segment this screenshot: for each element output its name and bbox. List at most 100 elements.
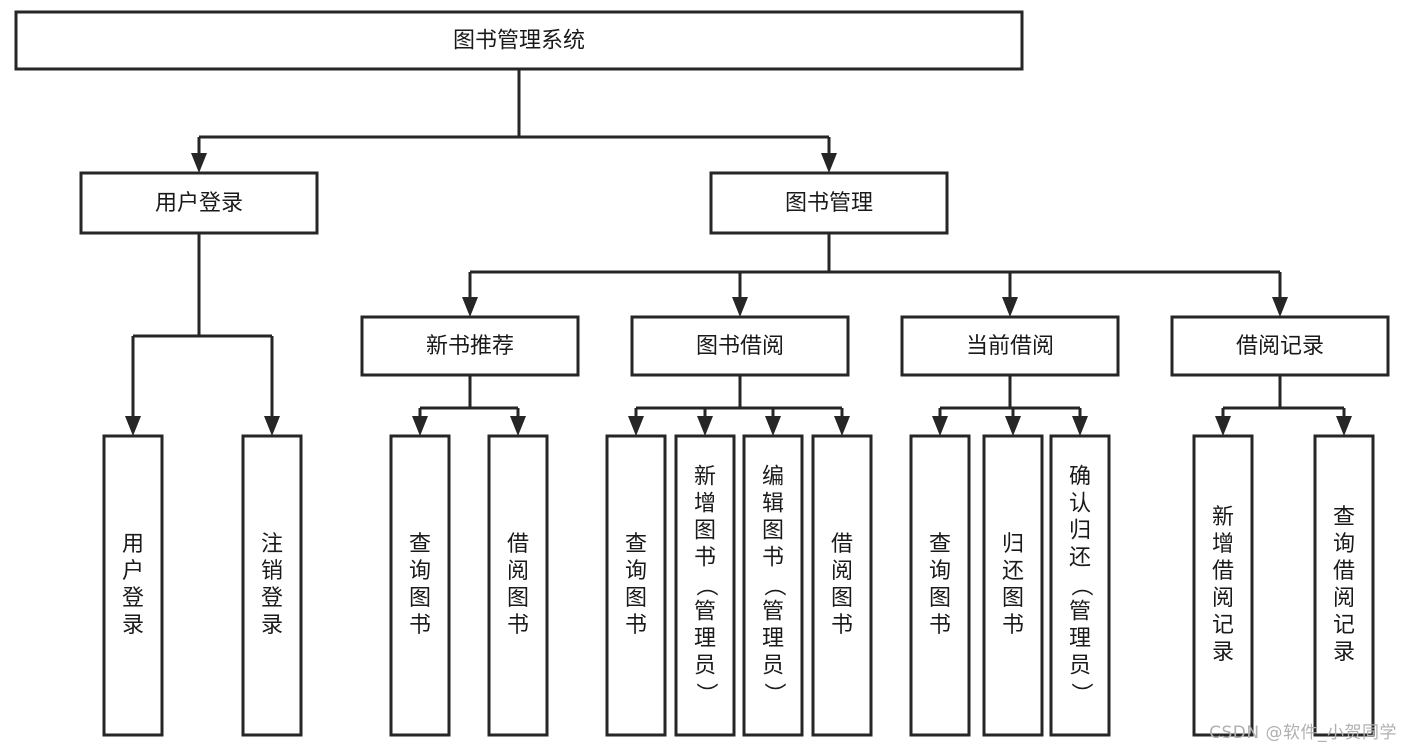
node-label-char: 理 bbox=[694, 627, 716, 652]
node-label-char: 查 bbox=[409, 532, 431, 557]
node-label-char: 认 bbox=[1069, 492, 1091, 517]
node-user-login[interactable]: 用户登录 bbox=[79, 171, 319, 235]
node-book-manage[interactable]: 图书管理 bbox=[709, 171, 949, 235]
arrow-head bbox=[697, 416, 713, 436]
node-label-char: 询 bbox=[409, 559, 431, 584]
node-box[interactable] bbox=[1170, 315, 1390, 377]
node-label-char: 书 bbox=[409, 613, 431, 638]
node-box[interactable] bbox=[674, 434, 736, 737]
node-label-char: 询 bbox=[625, 559, 647, 584]
connectors-layer bbox=[125, 69, 1352, 436]
node-box[interactable] bbox=[811, 434, 873, 737]
node-label-char: 理 bbox=[1069, 627, 1091, 652]
node-borrow-record[interactable]: 借阅记录 bbox=[1170, 315, 1390, 377]
node-box[interactable] bbox=[79, 171, 319, 235]
connector-group bbox=[932, 375, 1088, 436]
node-box[interactable] bbox=[1192, 434, 1254, 737]
node-label-char: 书 bbox=[929, 613, 951, 638]
node-label-char: 阅 bbox=[831, 559, 853, 584]
node-box[interactable] bbox=[630, 315, 850, 377]
arrow-head bbox=[462, 297, 478, 317]
node-label-char: 查 bbox=[1333, 505, 1355, 530]
node-box[interactable] bbox=[1049, 434, 1111, 737]
node-new-book-rec[interactable]: 新书推荐 bbox=[360, 315, 580, 377]
node-label-char: 图 bbox=[507, 586, 529, 611]
node-label: 用户登录 bbox=[155, 191, 243, 216]
arrow-head bbox=[821, 153, 837, 173]
node-box[interactable] bbox=[102, 434, 164, 737]
node-label-char: 管 bbox=[694, 600, 716, 625]
node-book-borrow[interactable]: 图书借阅 bbox=[630, 315, 850, 377]
node-box[interactable] bbox=[909, 434, 971, 737]
node-box[interactable] bbox=[360, 315, 580, 377]
node-label-char: 员 bbox=[762, 654, 784, 679]
node-label-char: 登 bbox=[122, 586, 144, 611]
node-label-char: 查 bbox=[929, 532, 951, 557]
arrow-head bbox=[1272, 297, 1288, 317]
node-box[interactable] bbox=[709, 171, 949, 235]
node-label-char: 录 bbox=[122, 613, 144, 638]
connector-group bbox=[125, 233, 280, 436]
node-label-char: 辑 bbox=[762, 492, 784, 517]
node-label-char: 图 bbox=[929, 586, 951, 611]
node-box[interactable] bbox=[14, 10, 1024, 71]
node-label-char: 询 bbox=[929, 559, 951, 584]
node-label: 借阅记录 bbox=[1236, 334, 1324, 359]
node-box[interactable] bbox=[900, 315, 1120, 377]
node-current-borrow[interactable]: 当前借阅 bbox=[900, 315, 1120, 377]
node-label-char: 借 bbox=[507, 532, 529, 557]
node-label-char: 录 bbox=[261, 613, 283, 638]
node-box[interactable] bbox=[1313, 434, 1375, 737]
node-label-char: ） bbox=[693, 682, 718, 704]
node-box[interactable] bbox=[605, 434, 667, 737]
node-label: 新书推荐 bbox=[426, 334, 514, 359]
node-box[interactable] bbox=[241, 434, 303, 737]
nodes-layer: 图书管理系统用户登录图书管理新书推荐图书借阅当前借阅借阅记录用户登录注销登录查询… bbox=[14, 10, 1390, 737]
arrow-head bbox=[732, 297, 748, 317]
node-label-char: 书 bbox=[694, 546, 716, 571]
node-label-char: 户 bbox=[122, 559, 144, 584]
node-label-char: 编 bbox=[762, 465, 784, 490]
node-label-char: 记 bbox=[1212, 613, 1234, 638]
node-leaf-user-login[interactable]: 用户登录 bbox=[102, 434, 164, 737]
node-box[interactable] bbox=[487, 434, 549, 737]
node-label-char: 书 bbox=[762, 546, 784, 571]
node-label: 图书管理系统 bbox=[453, 29, 585, 54]
arrow-head bbox=[1215, 416, 1231, 436]
node-label-char: 询 bbox=[1333, 532, 1355, 557]
node-label: 图书借阅 bbox=[696, 334, 784, 359]
node-box[interactable] bbox=[389, 434, 451, 737]
node-label-char: 确 bbox=[1069, 465, 1091, 490]
node-label-char: 管 bbox=[1069, 600, 1091, 625]
node-box[interactable] bbox=[742, 434, 804, 737]
node-box[interactable] bbox=[982, 434, 1044, 737]
connector-group bbox=[191, 69, 837, 173]
node-label-char: 查 bbox=[625, 532, 647, 557]
node-label-char: 增 bbox=[694, 492, 716, 517]
node-label-char: （ bbox=[761, 574, 786, 596]
arrow-head bbox=[125, 416, 141, 436]
node-label-char: 归 bbox=[1069, 519, 1091, 544]
node-root[interactable]: 图书管理系统 bbox=[14, 10, 1024, 71]
